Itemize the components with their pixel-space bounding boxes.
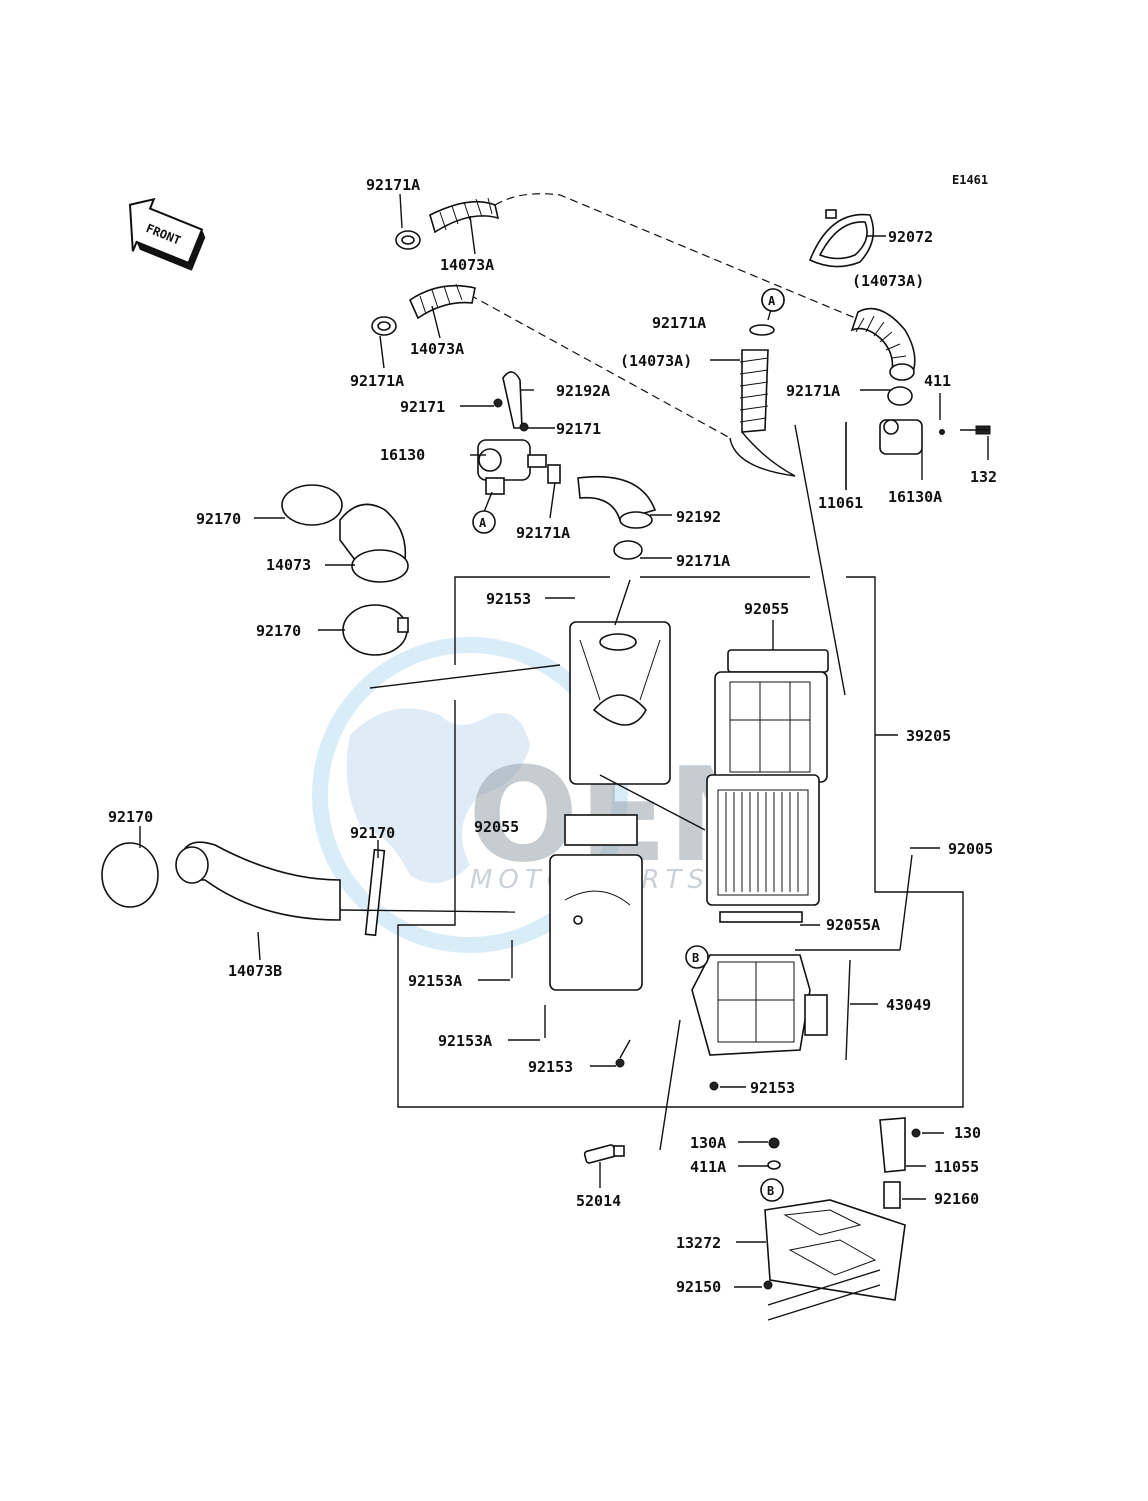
label-92153A: 92153A — [408, 972, 462, 990]
label-92153A: 92153A — [438, 1032, 492, 1050]
label-92171A: 92171A — [366, 176, 420, 194]
label-130A: 130A — [690, 1134, 726, 1152]
label-13272: 13272 — [676, 1234, 721, 1252]
strap-92072 — [808, 209, 875, 268]
label-92005: 92005 — [948, 840, 993, 858]
callout-A-top: A — [761, 288, 785, 312]
label-92055: 92055 — [744, 600, 789, 618]
label-14073A-paren: (14073A) — [852, 272, 924, 290]
label-92170: 92170 — [350, 824, 395, 842]
callout-B-bottom: B — [760, 1178, 784, 1202]
housing-middle — [511, 814, 643, 1068]
label-16130: 16130 — [380, 446, 425, 464]
label-52014: 52014 — [576, 1192, 621, 1210]
label-92170: 92170 — [196, 510, 241, 528]
label-411A: 411A — [690, 1158, 726, 1176]
callout-A-bottom: A — [472, 510, 496, 534]
leader-lines — [139, 193, 990, 1321]
label-92171A: 92171A — [676, 552, 730, 570]
label-14073B: 14073B — [228, 962, 282, 980]
diagram-code: E1461 — [952, 173, 988, 187]
label-92072: 92072 — [888, 228, 933, 246]
label-14073A: 14073A — [440, 256, 494, 274]
label-92171A: 92171A — [652, 314, 706, 332]
hose-14073A-lower — [371, 283, 476, 336]
housing-upper — [569, 621, 671, 785]
hose-14073A-upper — [395, 197, 500, 250]
svg-text:A: A — [768, 294, 776, 308]
label-92171A: 92171A — [786, 382, 840, 400]
label-16130A: 16130A — [888, 488, 942, 506]
label-92153: 92153 — [750, 1079, 795, 1097]
svg-text:B: B — [767, 1184, 774, 1198]
svg-text:B: B — [692, 951, 699, 965]
hose-14073A-center — [739, 324, 775, 433]
label-92171A: 92171A — [516, 524, 570, 542]
front-arrow-icon: FRONT — [128, 197, 206, 271]
label-92192: 92192 — [676, 508, 721, 526]
label-92153: 92153 — [528, 1058, 573, 1076]
duct-14073 — [281, 484, 409, 656]
label-92171: 92171 — [400, 398, 445, 416]
label-14073A-paren: (14073A) — [620, 352, 692, 370]
label-92055: 92055 — [474, 818, 519, 836]
label-92055A: 92055A — [826, 916, 880, 934]
filter-element — [706, 774, 820, 923]
sensor-52014 — [583, 1144, 625, 1164]
callout-B-top: B — [685, 945, 709, 969]
label-92171: 92171 — [556, 420, 601, 438]
label-130: 130 — [954, 1124, 981, 1142]
svg-text:A: A — [479, 516, 487, 530]
label-11061: 11061 — [818, 494, 863, 512]
hose-92192 — [547, 464, 657, 560]
label-92153: 92153 — [486, 590, 531, 608]
label-132: 132 — [970, 468, 997, 486]
filter-92055 — [714, 649, 829, 783]
label-92171A: 92171A — [350, 372, 404, 390]
label-43049: 43049 — [886, 996, 931, 1014]
hose-14073A-right — [850, 307, 916, 406]
valve-16130A — [845, 419, 991, 490]
hose-14073B — [101, 841, 386, 937]
case-lower — [691, 954, 851, 1091]
label-411: 411 — [924, 372, 951, 390]
label-14073A: 14073A — [410, 340, 464, 358]
label-92170: 92170 — [256, 622, 301, 640]
link-line-intake-tube — [729, 431, 796, 477]
valve-16130 — [477, 371, 547, 495]
label-11055: 11055 — [934, 1158, 979, 1176]
plate-13272 — [763, 1117, 921, 1301]
label-39205: 39205 — [906, 727, 951, 745]
label-92160: 92160 — [934, 1190, 979, 1208]
link-dash-upper-hose — [494, 193, 861, 321]
link-dash-lower-hose — [469, 294, 731, 439]
label-92192A: 92192A — [556, 382, 610, 400]
label-14073: 14073 — [266, 556, 311, 574]
part-labels: 92171A 14073A 14073A 92171A 92072 (14073… — [108, 176, 997, 1296]
label-92170: 92170 — [108, 808, 153, 826]
label-92150: 92150 — [676, 1278, 721, 1296]
